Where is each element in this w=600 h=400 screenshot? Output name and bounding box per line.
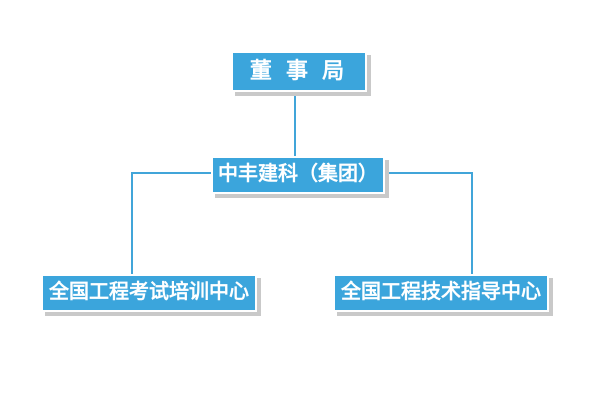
org-node-board-label: 董 事 局	[249, 57, 349, 83]
org-node-training-center: 全国工程考试培训中心	[41, 274, 257, 312]
connector-group-to-guidance-vertical	[471, 172, 473, 274]
org-node-group-label: 中丰建科（集团）	[218, 163, 378, 185]
org-node-guidance-center-label: 全国工程技术指导中心	[341, 281, 541, 303]
connector-group-to-guidance-horizontal	[385, 172, 473, 174]
org-node-training-center-label: 全国工程考试培训中心	[49, 281, 249, 303]
org-node-guidance-center: 全国工程技术指导中心	[333, 274, 549, 312]
connector-group-to-training-vertical	[131, 172, 133, 274]
connector-group-to-training-horizontal	[131, 172, 211, 174]
org-node-board: 董 事 局	[231, 51, 367, 92]
org-node-group: 中丰建科（集团）	[211, 156, 385, 194]
connector-board-to-group	[294, 92, 296, 156]
